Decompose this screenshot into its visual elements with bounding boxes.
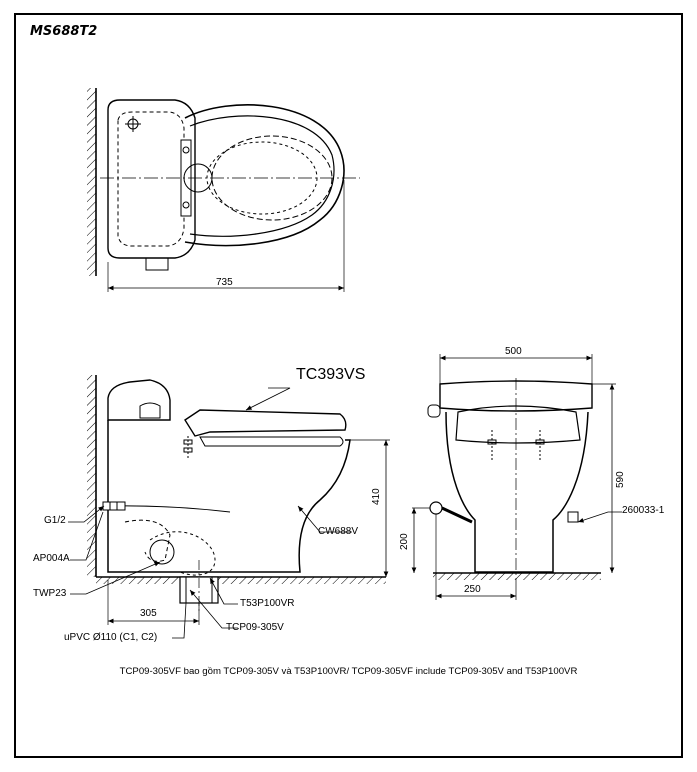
rough-in-dimension: 305 (140, 608, 157, 619)
bowl-model-label: CW688V (318, 526, 359, 537)
inlet-height-dimension: 200 (399, 533, 410, 550)
top-width-dimension: 735 (216, 277, 233, 288)
side-height-dimension: 410 (371, 488, 382, 505)
footnote: TCP09-305VF bao gồm TCP09-305V và T53P10… (119, 666, 578, 677)
seat-model-label: TC393VS (296, 366, 366, 383)
side-view (68, 375, 390, 639)
valve-model-label: AP004A (33, 553, 70, 564)
front-height-dimension: 590 (615, 471, 626, 488)
drawing-frame (14, 13, 683, 758)
front-view (411, 354, 622, 600)
drain-pipe-label: uPVC Ø110 (C1, C2) (64, 632, 158, 643)
front-width-dimension: 500 (505, 346, 522, 357)
inlet-offset-dimension: 250 (464, 584, 481, 595)
pipe-model-label: T53P100VR (240, 598, 295, 609)
top-view (87, 88, 360, 292)
model-title: MS688T2 (30, 24, 98, 39)
part-model-label: 260033-1 (622, 505, 665, 516)
hose-model-label: TWP23 (33, 588, 67, 599)
fitting-thread-label: G1/2 (44, 515, 66, 526)
pipe-set-model-label: TCP09-305V (226, 622, 284, 633)
